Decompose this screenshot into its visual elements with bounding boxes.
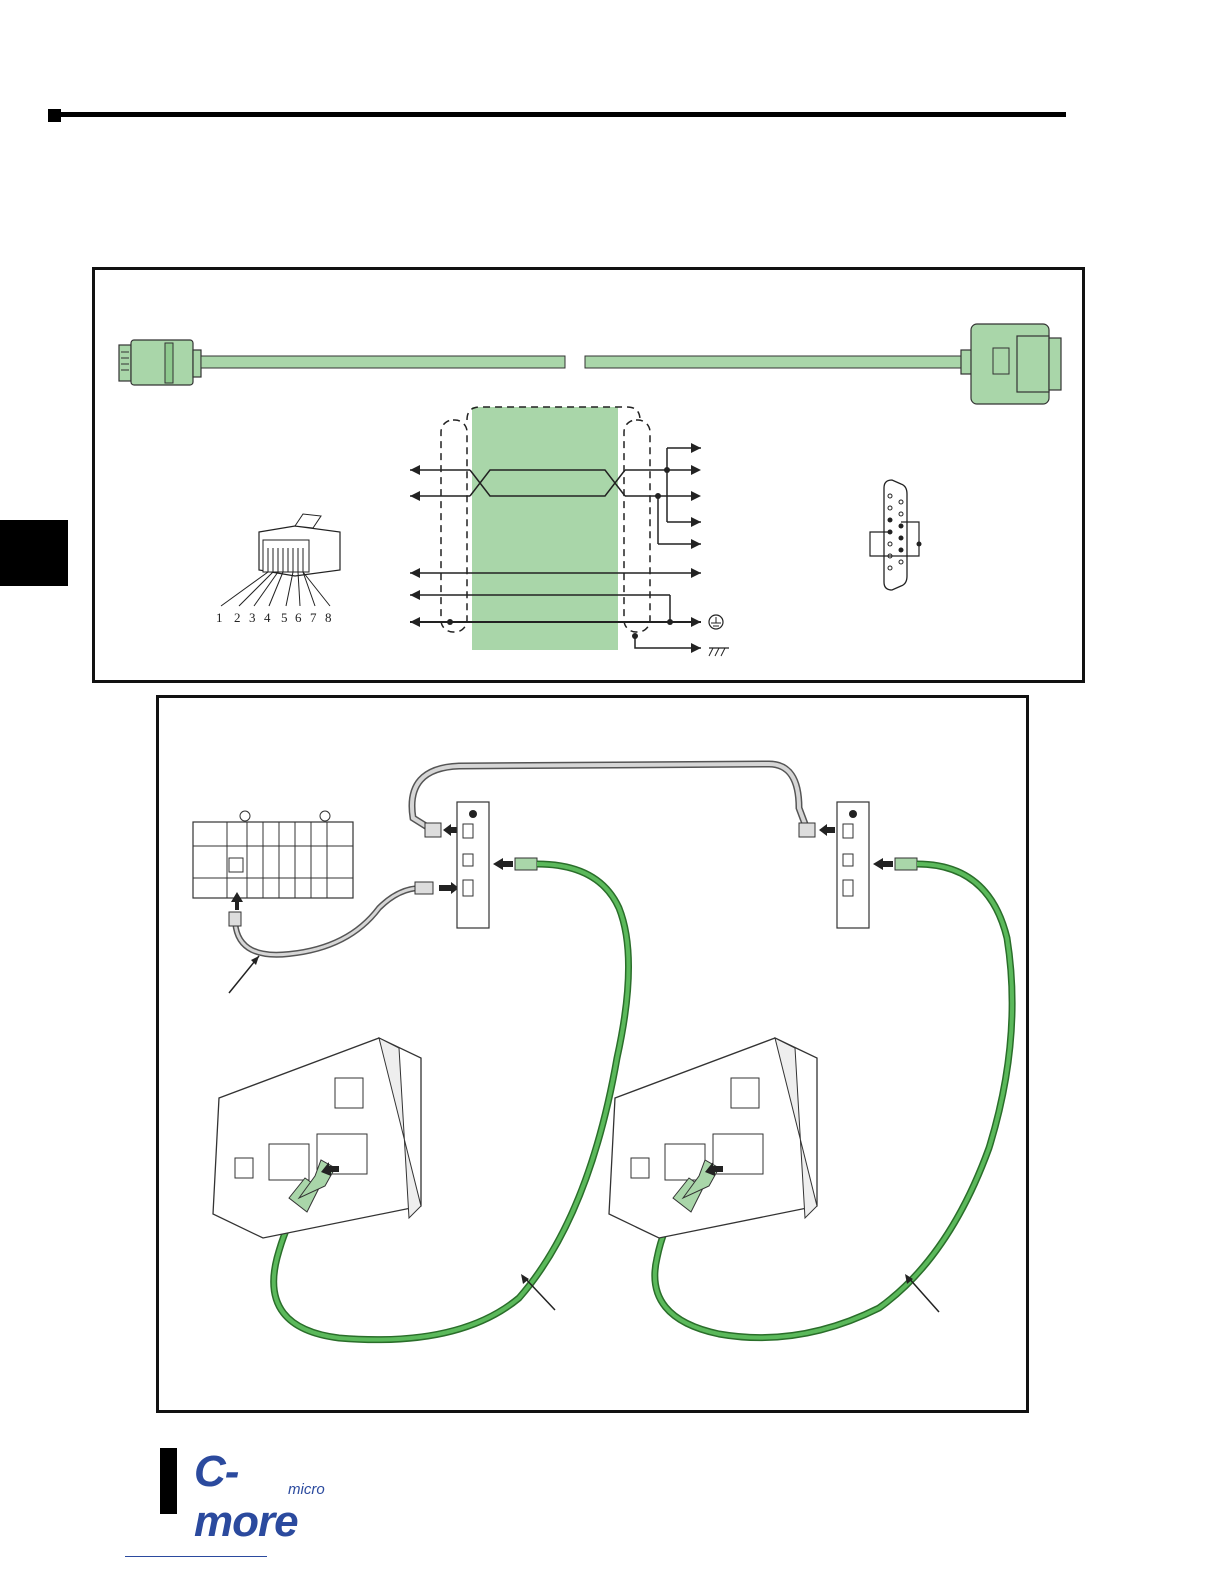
header-rule-line (61, 112, 1066, 117)
footer-link-underline[interactable] (125, 1556, 267, 1557)
header-rule-square (48, 109, 61, 122)
callout-pointer (907, 1276, 939, 1312)
rj45-plug-drawing (119, 340, 201, 385)
network-connection-diagram (159, 698, 1032, 1416)
cable-segment-right (585, 356, 961, 368)
plc-drawing (193, 811, 353, 910)
green-cable-plug-2 (895, 858, 917, 870)
cable-shield-area (472, 407, 618, 650)
rj45-pin-label: 6 (295, 610, 302, 625)
operator-panel-2 (609, 1038, 817, 1238)
db15-connector-drawing (961, 324, 1061, 404)
cable-wiring-figure: 1 2 3 4 5 6 7 8 (92, 267, 1085, 683)
rj45-pin-label: 2 (234, 610, 241, 625)
arrow-icon (873, 858, 893, 870)
adapter-module-1 (457, 802, 489, 928)
arrow-icon (439, 882, 459, 894)
chapter-tab (0, 520, 68, 586)
link-cable-plug-right (799, 823, 815, 837)
arrow-icon (493, 858, 513, 870)
cable-wiring-diagram: 1 2 3 4 5 6 7 8 (95, 270, 1088, 686)
arrow-icon (819, 824, 835, 836)
plc-cable-plug-adapter (415, 882, 433, 894)
rj45-pin-label: 7 (310, 610, 317, 625)
operator-panel-1 (213, 1038, 421, 1238)
db15-pinout-drawing (870, 480, 922, 590)
cable-segment-left (201, 356, 565, 368)
c-more-micro-logo: C-more micro (160, 1445, 340, 1515)
adapter-module-2 (837, 802, 869, 928)
green-cable-plug-1 (515, 858, 537, 870)
logo-subtitle: micro (288, 1481, 325, 1498)
network-connection-figure (156, 695, 1029, 1413)
rj45-pin-label: 4 (264, 610, 271, 625)
rj45-pin-label: 3 (249, 610, 256, 625)
rj45-pin-label: 1 (216, 610, 223, 625)
rj45-pin-label: 5 (281, 610, 288, 625)
plc-cable-plug (229, 912, 241, 926)
rj45-pinout-drawing: 1 2 3 4 5 6 7 8 (216, 514, 340, 625)
header-rule (48, 109, 1066, 117)
logo-bar (160, 1448, 177, 1514)
rj45-pin-label: 8 (325, 610, 332, 625)
wiring-schematic (410, 407, 729, 656)
link-cable-plug-left (425, 823, 441, 837)
